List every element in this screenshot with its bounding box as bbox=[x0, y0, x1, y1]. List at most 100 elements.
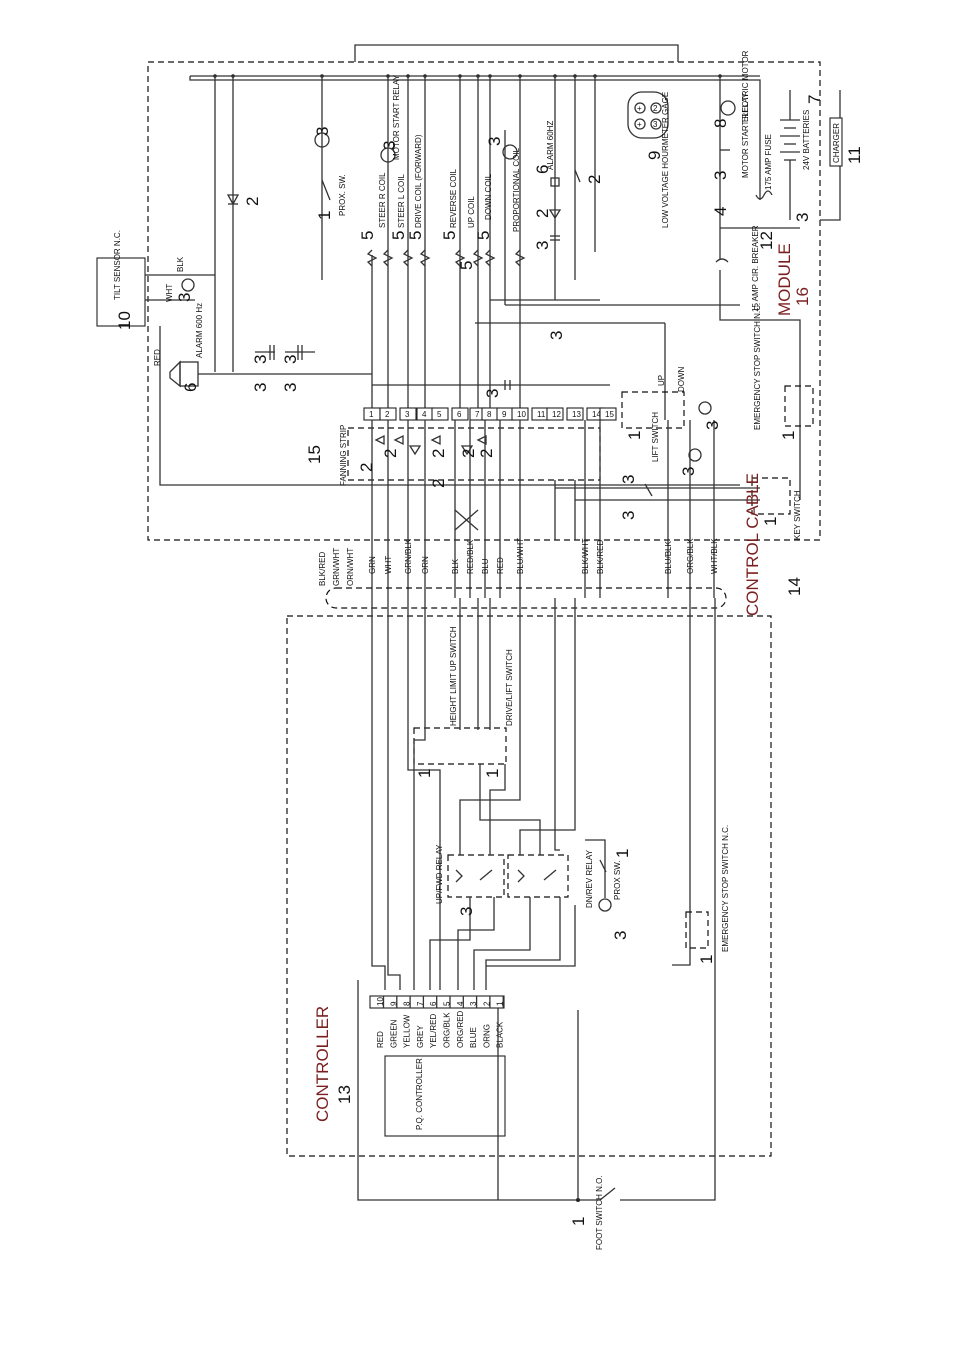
top-loop bbox=[354, 44, 679, 62]
svg-text:+: + bbox=[637, 120, 642, 129]
coil-1-number: 5 bbox=[389, 231, 408, 240]
module-estop-box bbox=[784, 385, 814, 427]
pin-color: YEL/RED bbox=[429, 1014, 438, 1048]
steer-r-coil-label: STEER R COIL bbox=[378, 172, 387, 228]
breaker-number: 12 bbox=[757, 231, 776, 250]
coil-2-number: 5 bbox=[406, 231, 425, 240]
num-3-top: 3 bbox=[313, 127, 332, 136]
foot-switch-number: 1 bbox=[569, 1217, 588, 1226]
control-cable-number: 14 bbox=[785, 577, 804, 596]
alarm-60-diode-number-b: 2 bbox=[585, 175, 604, 184]
pin-number: 3 bbox=[469, 1001, 478, 1006]
pin-number: 10 bbox=[376, 997, 385, 1006]
fanning-terminal-number: 9 bbox=[502, 410, 507, 419]
fanning-terminal-number: 11 bbox=[537, 410, 546, 419]
fanning-terminal: 5 bbox=[431, 407, 449, 421]
num-3-lift: 3 bbox=[703, 421, 722, 430]
prox-sw-label: PROX. SW. bbox=[338, 174, 347, 216]
alarm-600-label: ALARM 600 Hz bbox=[195, 303, 204, 358]
control-cable-title: CONTROL CABLE bbox=[743, 473, 762, 616]
controller-estop-box bbox=[685, 911, 709, 949]
fanning-terminal-number: 14 bbox=[592, 410, 601, 419]
fuse-label: 175 AMP FUSE bbox=[764, 134, 773, 190]
batteries-label: 24V BATTERIES bbox=[802, 110, 811, 170]
tilt-blk-label: BLK bbox=[176, 256, 185, 272]
cable-wire-label: RED bbox=[496, 557, 505, 574]
num-2-d: 2 bbox=[429, 479, 448, 488]
pin-color: GREY bbox=[416, 1025, 425, 1048]
pin-color: ORNG bbox=[482, 1024, 491, 1048]
pin-color: RED bbox=[376, 1031, 385, 1048]
fanning-terminal: 15 bbox=[599, 407, 617, 421]
fanning-terminal: 11 bbox=[531, 407, 549, 421]
cable-wire-label: ORN bbox=[421, 556, 430, 574]
tilt-red-label: RED bbox=[153, 349, 162, 366]
svg-text:3: 3 bbox=[653, 120, 658, 129]
fanning-terminal: 12 bbox=[546, 407, 564, 421]
ctrl-estop-label: EMERGENCY STOP SWITCH N.C. bbox=[721, 825, 730, 952]
num-3-c: 3 bbox=[281, 355, 300, 364]
fanning-terminal-number: 6 bbox=[457, 410, 462, 419]
cable-wire-label: BLU/BLK bbox=[664, 540, 673, 574]
num-2-b: 2 bbox=[381, 449, 400, 458]
control-cable-sheath bbox=[325, 587, 727, 609]
pin-color: GREEN bbox=[389, 1019, 398, 1048]
pin-color: BLUE bbox=[469, 1027, 478, 1048]
num-3-key-b: 3 bbox=[619, 475, 638, 484]
num-3-key-c: 3 bbox=[619, 511, 638, 520]
pin-number: 6 bbox=[429, 1001, 438, 1006]
fanning-terminal-number: 5 bbox=[437, 410, 442, 419]
dn-rev-relay-box bbox=[507, 854, 569, 898]
pin-number: 2 bbox=[482, 1001, 491, 1006]
pin-number: 4 bbox=[456, 1001, 465, 1006]
module-title: MODULE bbox=[775, 243, 794, 316]
pin-number: 9 bbox=[389, 1001, 398, 1006]
num-2-e: 2 bbox=[459, 449, 478, 458]
num-3-e: 3 bbox=[547, 331, 566, 340]
alarm-60-diode-number: 2 bbox=[533, 209, 552, 218]
fanning-strip-number: 15 bbox=[305, 445, 324, 464]
diode-2-number: 2 bbox=[243, 197, 262, 206]
fanning-terminal: 9 bbox=[496, 407, 514, 421]
pin-color: YELLOW bbox=[403, 1014, 412, 1048]
num-2-a: 2 bbox=[357, 463, 376, 472]
electric-motor-label: ELECTRIC MOTOR bbox=[741, 50, 750, 122]
hourmeter-gage bbox=[627, 91, 669, 139]
cable-wire-label: ORN/WHT bbox=[346, 548, 355, 586]
fanning-terminal-number: 4 bbox=[422, 410, 427, 419]
ctrl-prox-sw-label: PROX SW. bbox=[613, 860, 622, 900]
cable-wire-label: GRN/WHT bbox=[332, 548, 341, 586]
num-3-key-a: 3 bbox=[679, 467, 698, 476]
lift-switch-box bbox=[621, 391, 685, 429]
drive-coil-label: DRIVE COIL (FORWARD) bbox=[414, 134, 423, 228]
cable-wire-label: BLK/RED bbox=[596, 540, 605, 574]
cable-wire-label: GRN/BLK bbox=[404, 538, 413, 574]
tilt-sensor-box bbox=[96, 257, 146, 327]
controller-pins: 10RED9GREEN8YELLOW7GREY6YEL/RED5ORG/BLK4… bbox=[376, 996, 505, 1048]
tilt-sensor-number: 10 bbox=[115, 311, 134, 330]
batteries-number: 7 bbox=[805, 95, 824, 104]
alarm-60-number: 6 bbox=[533, 165, 552, 174]
tilt-sensor-num3: 3 bbox=[175, 293, 194, 302]
ctrl-prox-sw-number: 1 bbox=[613, 849, 632, 858]
hourmeter-label: LOW VOLTAGE HOURMETER GAGE bbox=[661, 92, 670, 228]
height-limit-number: 1 bbox=[415, 769, 434, 778]
fanning-terminal: 6 bbox=[451, 407, 469, 421]
fanning-terminal-number: 1 bbox=[369, 410, 374, 419]
tilt-sensor-label: TILT SENSOR N.C. bbox=[113, 230, 122, 300]
pin-color: ORG/BLK bbox=[443, 1012, 452, 1048]
cable-wire-labels: BLK/RED GRN/WHT ORN/WHT GRN WHT GRN/BLK ORN BLK… bbox=[318, 538, 719, 586]
motor-start-relay-coil-number: 3 bbox=[380, 141, 399, 150]
cable-wire-label: GRN bbox=[368, 556, 377, 574]
cable-wire-label: BLK bbox=[451, 558, 460, 574]
dn-rev-relay-label: DN/REV RELAY bbox=[585, 849, 594, 908]
pq-controller-label: P.Q. CONTROLLER bbox=[415, 1058, 424, 1130]
cable-wire-label: WHT bbox=[384, 556, 393, 574]
fanning-terminal: 14 bbox=[586, 407, 604, 421]
